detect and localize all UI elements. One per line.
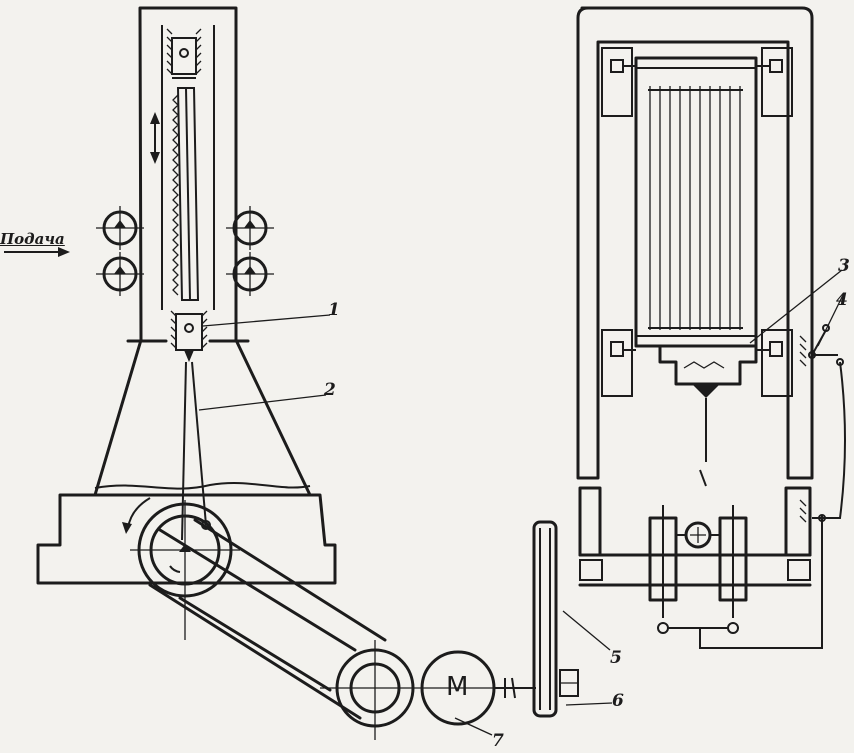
limit-switch xyxy=(799,294,846,523)
crank-disc xyxy=(122,497,240,640)
saw-blade xyxy=(172,87,200,301)
reciprocation-arrow xyxy=(150,112,160,164)
label-4: 4 xyxy=(836,290,848,310)
motor-label: M xyxy=(446,672,469,702)
leader-lines-left xyxy=(198,314,331,411)
sash-bottom-beam xyxy=(658,344,758,487)
label-3: 3 xyxy=(838,256,850,276)
saw-sash xyxy=(622,56,770,351)
vertical-belt xyxy=(454,520,613,736)
crankshaft-assembly xyxy=(578,505,823,649)
left-column-frame xyxy=(93,6,312,497)
upper-crosshead xyxy=(166,28,202,79)
connecting-rod xyxy=(181,361,207,541)
feed-label: Подача xyxy=(0,230,65,248)
leader-lines-right xyxy=(749,269,843,344)
feed-rollers xyxy=(96,206,274,296)
label-5: 5 xyxy=(610,648,622,668)
machine-base xyxy=(36,482,337,585)
right-frame-posts xyxy=(601,47,793,397)
feed-arrow xyxy=(4,247,70,257)
coupling xyxy=(494,677,536,699)
label-1: 1 xyxy=(328,300,340,320)
belt-drive xyxy=(148,518,520,740)
lower-crosshead xyxy=(170,310,208,362)
label-7: 7 xyxy=(492,731,504,751)
label-2: 2 xyxy=(324,380,336,400)
label-6: 6 xyxy=(612,691,624,711)
